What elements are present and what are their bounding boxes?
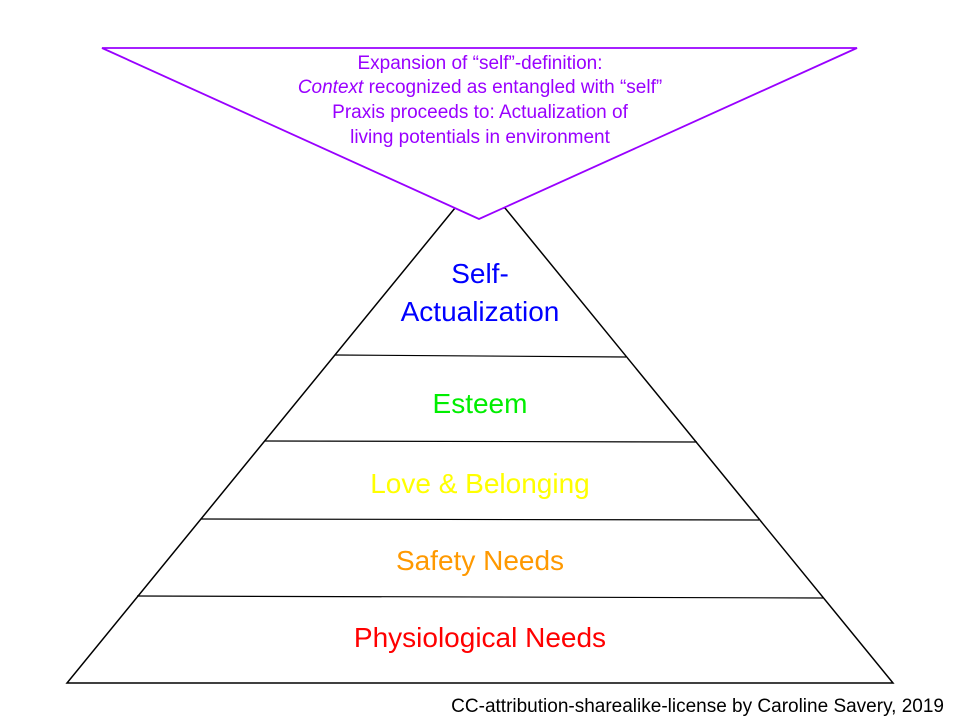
level-self-actualization-line2: Actualization [400, 296, 560, 327]
level-divider [200, 518, 760, 521]
level-self-actualization-line1: Self- [451, 258, 509, 289]
level-divider [136, 595, 824, 599]
tip-line-1-text: Expansion of “self”-definition: [357, 53, 603, 74]
level-safety-needs: Safety Needs [395, 545, 565, 576]
tip-context-word: Context [297, 77, 364, 98]
level-esteem: Esteem [432, 388, 528, 419]
tip-line-3: Praxis proceeds to: Actualization of [240, 101, 720, 125]
level-physiological-needs: Physiological Needs [353, 622, 607, 653]
tip-line-4: living potentials in environment [240, 126, 720, 150]
tip-line-2-text: recognized as entangled with “self” [363, 77, 663, 98]
tip-line-4-text: living potentials in environment [350, 127, 610, 148]
tip-line-3-text: Praxis proceeds to: Actualization of [332, 102, 628, 123]
level-divider [264, 440, 698, 443]
license-credit: CC-attribution-sharealike-license by Car… [451, 696, 944, 717]
level-divider [334, 354, 627, 358]
level-love-belonging: Love & Belonging [370, 468, 590, 499]
tip-line-2: Context recognized as entangled with “se… [240, 76, 720, 100]
tip-line-1: Expansion of “self”-definition: [240, 52, 720, 76]
inverted-triangle [101, 47, 858, 220]
